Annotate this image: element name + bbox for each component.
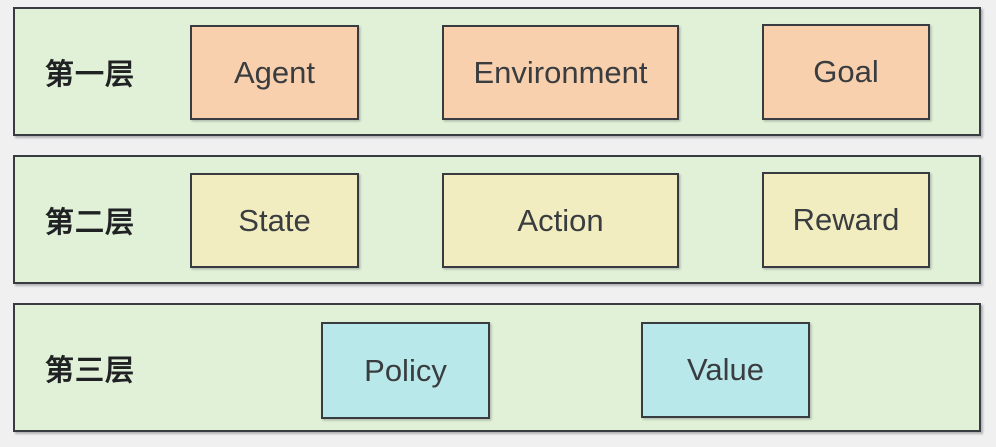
layer-row-3: 第三层 Policy Value	[13, 303, 981, 432]
layer-2-label: 第二层	[45, 206, 136, 239]
layer-row-1: 第一层 Agent Environment Goal	[13, 7, 981, 136]
layer-1-label: 第一层	[45, 58, 136, 91]
box-agent: Agent	[190, 25, 359, 120]
box-value: Value	[641, 322, 810, 418]
box-policy: Policy	[321, 322, 490, 419]
box-action: Action	[442, 173, 679, 268]
box-goal: Goal	[762, 24, 930, 120]
box-reward: Reward	[762, 172, 930, 268]
layer-3-label: 第三层	[45, 354, 136, 387]
box-environment: Environment	[442, 25, 679, 120]
layer-row-2: 第二层 State Action Reward	[13, 155, 981, 284]
box-state: State	[190, 173, 359, 268]
